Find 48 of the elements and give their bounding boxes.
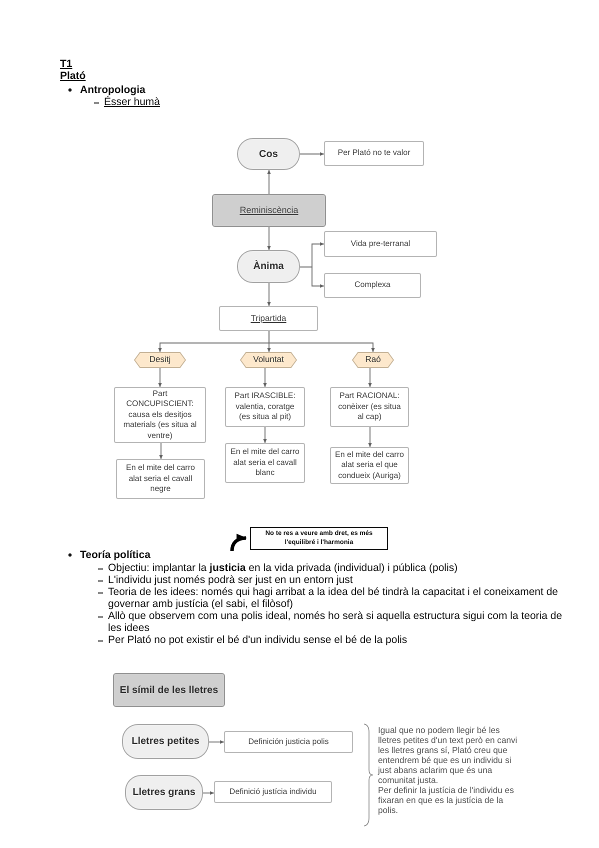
process-box: Part IRASCIBLE: valentia, coratge (es situa al pit) bbox=[225, 387, 305, 427]
arrow bbox=[230, 534, 248, 552]
process-box: El símil de les lletres bbox=[113, 673, 225, 707]
arrow bbox=[158, 368, 162, 388]
rounded-box: Ànima bbox=[237, 250, 300, 283]
arrow bbox=[263, 368, 267, 388]
paragraph: Igual que no podem llegir bé les lletres petites d'un text però en canvi les lletres grans sí, Plató creu que entendrem bé que es un individu si just abans aclarim que és una comunitat justa. bbox=[378, 725, 518, 785]
hexagon-node: Voluntat bbox=[240, 352, 297, 368]
rounded-box: Lletres petites bbox=[122, 724, 209, 759]
arrow bbox=[300, 152, 324, 156]
process-box: Vida pre-terranal bbox=[324, 231, 437, 257]
arrow bbox=[368, 368, 372, 388]
rounded-box: Cos bbox=[237, 138, 300, 170]
list-item: L'individu just només podrà ser just en un entorn just bbox=[108, 574, 354, 586]
process-box: En el mite del carro alat seria el cavall negre bbox=[116, 459, 205, 499]
arrow bbox=[208, 740, 224, 744]
arrow bbox=[263, 426, 267, 444]
arrow bbox=[300, 266, 324, 288]
arrow bbox=[268, 330, 375, 352]
list-item: Objectiu: implantar la justicia en la vida privada (individual) i pública (polis) bbox=[108, 562, 459, 574]
process-box: Per Plató no te valor bbox=[324, 141, 424, 166]
rounded-box: Lletres grans bbox=[125, 775, 203, 810]
arrow bbox=[267, 282, 271, 306]
process-box: Definició justícia individu bbox=[214, 781, 332, 803]
hexagon-node: Desitj bbox=[134, 352, 186, 368]
list-item: Allò que observem com una polis ideal, només ho serà si aquella estructura sigui com la teoria de les idees bbox=[108, 610, 564, 634]
subheading: Ésser humà bbox=[104, 96, 160, 108]
hexagon-node: Raó bbox=[352, 352, 394, 368]
process-box: En el mite del carro alat seria el que condueix (Auriga) bbox=[330, 447, 409, 484]
process-box: En el mite del carro alat seria el cavall blanc bbox=[225, 443, 305, 483]
arrow bbox=[159, 442, 163, 460]
heading: T1 bbox=[60, 58, 72, 70]
list-item: Teoria de les idees: només qui hagi arribat a la idea del bé tindrà la capacitat i el coneixament de governar amb justícia (el sabi, el filòsof) bbox=[108, 586, 560, 610]
paragraph: Per definir la justícia de l'individu es fixaran en que es la justícia de la polis. bbox=[378, 785, 515, 815]
list-item: Per Plató no pot existir el bé d'un individu sense el bé de la polis bbox=[108, 634, 408, 646]
arrow bbox=[267, 170, 271, 194]
arrow bbox=[267, 226, 271, 250]
process-box: Complexa bbox=[324, 273, 421, 298]
process-box: Definición justicia polis bbox=[224, 731, 353, 753]
process-box: Part RACIONAL: conèixer (es situa al cap) bbox=[330, 387, 409, 427]
process-box: Tripartida bbox=[219, 306, 318, 331]
process-box: Reminiscència bbox=[212, 194, 326, 227]
arrow bbox=[202, 791, 214, 795]
heading: Teoría política bbox=[80, 549, 150, 561]
process-box: Part CONCUPISCIENT: causa els desitjos materials (es situa al ventre) bbox=[114, 387, 206, 443]
heading: Antropologia bbox=[80, 84, 146, 96]
heading: Plató bbox=[60, 70, 86, 82]
arrow bbox=[368, 426, 372, 448]
